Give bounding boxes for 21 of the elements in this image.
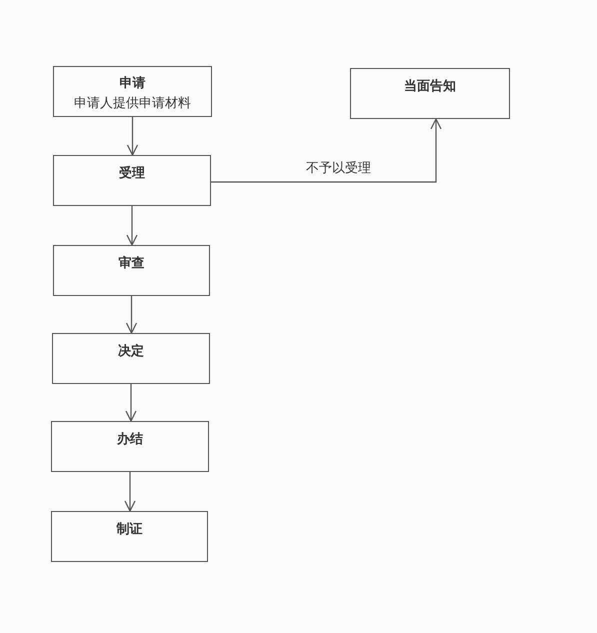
step-title: 当面告知 bbox=[404, 78, 456, 96]
step-title: 申请 bbox=[120, 75, 146, 93]
step-title: 决定 bbox=[118, 342, 144, 361]
step-title: 制证 bbox=[116, 521, 142, 539]
process-box bbox=[51, 421, 209, 472]
step-title: 审查 bbox=[118, 254, 144, 273]
process-box bbox=[53, 155, 211, 206]
arrow bbox=[126, 117, 138, 156]
arrow bbox=[126, 206, 138, 246]
arrow bbox=[126, 296, 138, 334]
arrow bbox=[125, 384, 137, 422]
process-box bbox=[53, 245, 210, 296]
process-box bbox=[51, 511, 208, 562]
step-title: 受理 bbox=[119, 164, 145, 183]
process-box bbox=[52, 333, 210, 384]
step-description: 申请人提供申请材料 bbox=[74, 95, 191, 113]
process-box bbox=[53, 66, 212, 117]
step-title: 办结 bbox=[117, 431, 143, 449]
arrow bbox=[124, 472, 136, 512]
arrow bbox=[211, 118, 442, 183]
process-box bbox=[350, 68, 510, 119]
